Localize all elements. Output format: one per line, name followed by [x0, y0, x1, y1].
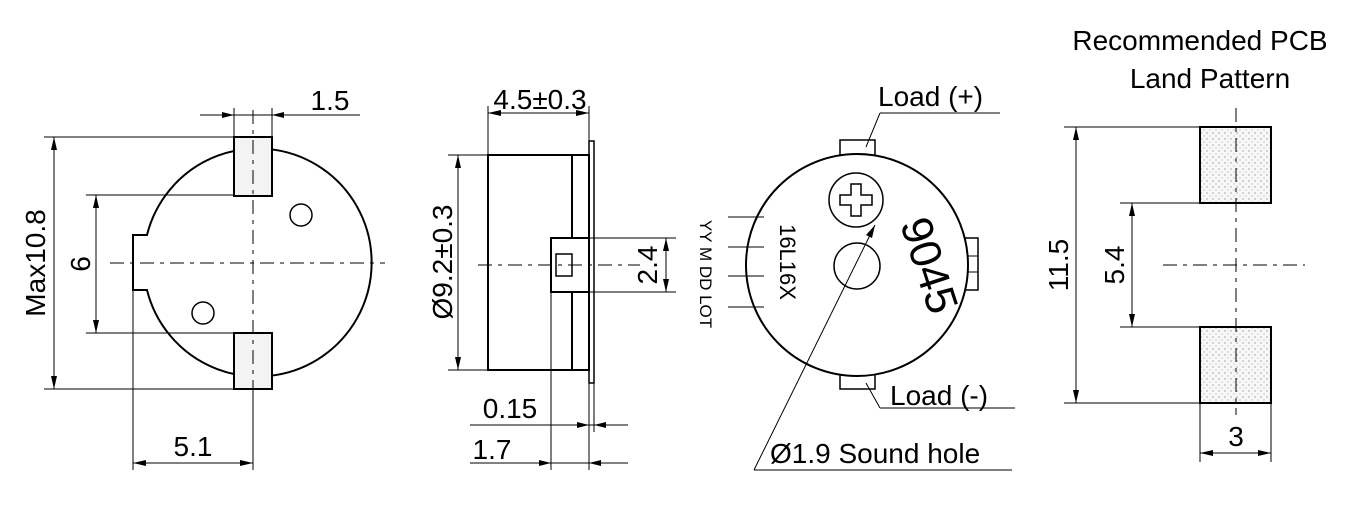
dim-max-height: Max10.8 [20, 209, 51, 316]
side-view: 4.5±0.3 Ø9.2±0.3 2.4 0.15 1.7 [427, 84, 676, 470]
marking-lot: YY M DD LOT [696, 220, 715, 328]
dim-pin-spacing: 6 [65, 256, 96, 272]
pcb-land-pattern: Recommended PCB Land Pattern 11.5 5.4 3 [1043, 25, 1328, 462]
pcb-title-line2: Land Pattern [1130, 63, 1290, 94]
load-minus-label: Load (-) [890, 380, 988, 411]
top-hole-upper [289, 203, 313, 227]
bottom-view-body [745, 153, 969, 377]
top-view: 1.5 Max10.8 6 5.1 [20, 85, 385, 470]
top-hole-lower [191, 301, 215, 325]
dim-pin-offset: 5.1 [174, 431, 213, 462]
load-plus-label: Load (+) [878, 81, 983, 112]
sound-hole-label: Ø1.9 Sound hole [770, 438, 980, 469]
dim-pin-width: 1.5 [311, 85, 350, 116]
plus-marker [828, 172, 884, 228]
dim-pcb-gap: 5.4 [1099, 246, 1130, 285]
dim-pad-width: 3 [1228, 421, 1244, 452]
pcb-title-line1: Recommended PCB [1072, 25, 1327, 56]
dim-diameter: Ø9.2±0.3 [427, 205, 458, 320]
marking-part: 16L16X [775, 224, 800, 300]
sound-hole [833, 242, 881, 290]
dim-flange: 0.15 [483, 393, 538, 424]
bottom-view: 9045 16L16X YY M DD LOT Load (+) Load (-… [696, 81, 1015, 471]
dim-standoff: 1.7 [473, 434, 512, 465]
dim-tab-height: 2.4 [632, 246, 663, 285]
dim-pcb-span: 11.5 [1043, 239, 1074, 291]
dim-thickness: 4.5±0.3 [493, 84, 586, 115]
